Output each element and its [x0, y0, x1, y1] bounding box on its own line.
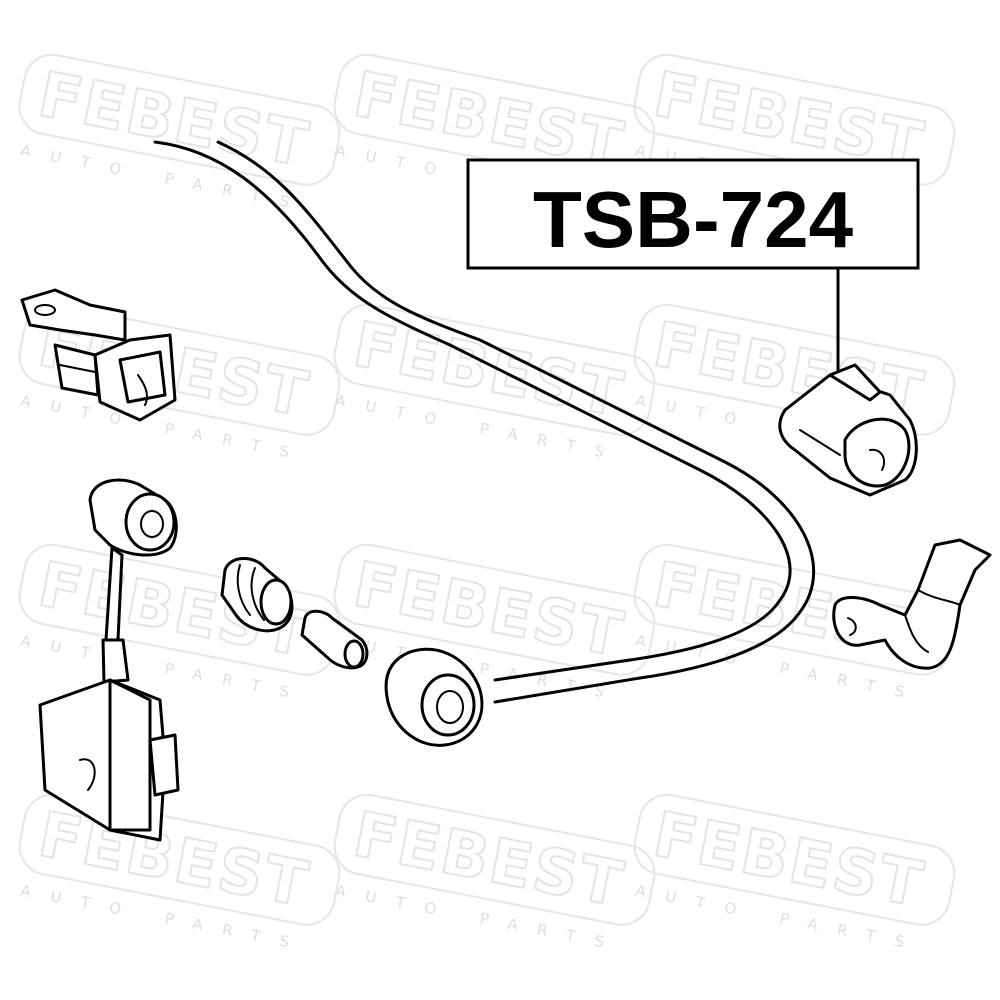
watermark-12: FEBEST AUTO PARTS [633, 793, 956, 955]
bushing-clamp-bracket [832, 538, 992, 670]
part-number-label: TSB-724 [533, 175, 854, 264]
watermark-1: FEBEST AUTO PARTS [18, 53, 341, 215]
part-number-callout: TSB-724 [466, 158, 920, 372]
stabilizer-bar [153, 140, 816, 704]
stabilizer-bushing [778, 363, 918, 497]
watermark-7: FEBEST AUTO PARTS [18, 543, 341, 705]
link-sleeve [300, 609, 369, 670]
link-bushing-pair [220, 557, 294, 633]
bracket-left [20, 288, 177, 422]
watermark-11: FEBEST AUTO PARTS [333, 793, 656, 955]
watermark-5: FEBEST AUTO PARTS [333, 303, 656, 465]
bar-end-bushing [384, 647, 484, 747]
callout-box [466, 158, 920, 270]
stabilizer-link [38, 478, 180, 842]
watermark-10: FEBEST AUTO PARTS [18, 793, 341, 955]
